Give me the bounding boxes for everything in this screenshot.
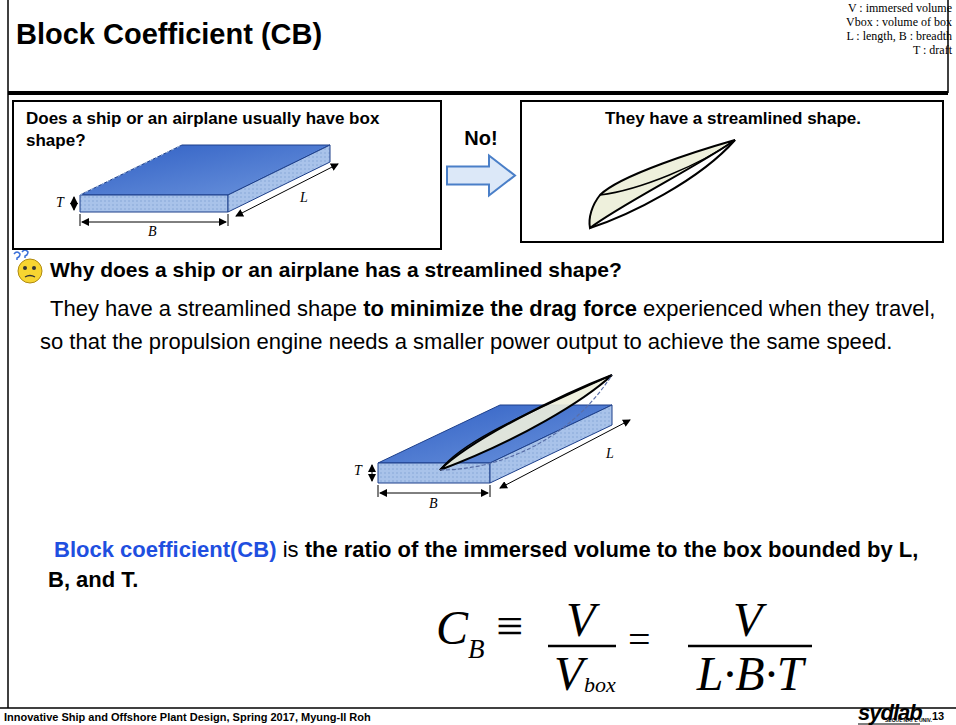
box-and-hull (372, 375, 630, 497)
question-text: Why does a ship or an airplane has a str… (50, 258, 622, 282)
box-shape (80, 145, 330, 212)
slide-frame-part (8, 91, 948, 95)
slide-frame (0, 0, 956, 708)
dimension-lines-part (74, 197, 75, 210)
arrow-label: No! (462, 127, 499, 150)
symbol-notes: V : immersed volume Vbox : volume of box… (846, 1, 952, 57)
fraction-bars-part (688, 645, 812, 648)
formula-symbol: V (566, 596, 595, 644)
page-number: 13 (932, 710, 944, 722)
slide-frame-part (0, 707, 956, 709)
box-shape-part (80, 145, 182, 195)
question-box: They have a streamlined shape. (520, 100, 944, 243)
dimension-lines-part (228, 214, 229, 226)
box-and-hull-part-part (490, 485, 491, 497)
box-and-hull-part-part (500, 420, 630, 488)
question-icon-part (22, 250, 28, 258)
question-icon-part (14, 252, 20, 260)
symbol-note: Vbox : volume of box (846, 15, 952, 29)
box-and-hull-part-part (378, 485, 379, 497)
formula-symbol: V (733, 596, 762, 644)
dimension-label: T (354, 463, 362, 479)
footer-text: Innovative Ship and Offshore Plant Desig… (4, 711, 371, 723)
question-icon-part (23, 266, 27, 270)
question-icon (14, 250, 42, 283)
dimension-label: L (606, 446, 614, 462)
box-and-hull-part (440, 375, 612, 470)
dimension-lines-part (82, 222, 226, 223)
dimension-lines-part (80, 214, 81, 226)
box-shape-part (80, 195, 228, 212)
symbol-note: L : length, B : breadth (846, 29, 952, 43)
answer-text: They have a streamlined shape (50, 296, 357, 321)
dimension-label: T (56, 195, 64, 211)
dimension-lines-part (236, 164, 338, 216)
box-and-hull-part-part (380, 493, 488, 494)
dimension-label: B (148, 224, 157, 240)
box-and-hull-part (372, 420, 630, 497)
fraction-bars-part (548, 645, 616, 648)
dimension-label: L (300, 190, 308, 206)
symbol-note: V : immersed volume (846, 1, 952, 15)
answer-emphasis: to minimize the drag force (363, 296, 637, 321)
box-shape-part (228, 145, 330, 212)
block-arrow (447, 156, 515, 196)
streamlined-hull-part (589, 140, 735, 228)
question-box: Does a ship or an airplane usually have … (12, 100, 442, 250)
box-and-hull-part-part (372, 465, 373, 481)
formula-symbol: C (436, 604, 468, 652)
box-and-hull-part (440, 375, 612, 470)
question-icon-part (32, 266, 36, 270)
formula-operator: ≡ (496, 602, 523, 650)
formula-subscript: B (468, 636, 485, 663)
formula-symbol: L·B·T (688, 650, 812, 698)
formula-subscript: box (584, 674, 616, 696)
symbol-note: T : draft (846, 43, 952, 57)
slide-frame-part (7, 0, 9, 708)
answer-paragraph: They have a streamlined shapeto minimize… (40, 292, 946, 358)
box-text: They have a streamlined shape. (522, 102, 942, 130)
definition-text: is (283, 537, 299, 562)
box-and-hull-part-part (378, 463, 490, 483)
formula-symbol: V (554, 650, 583, 698)
streamlined-hull-part (600, 140, 735, 195)
dimension-label: B (429, 496, 438, 512)
streamlined-hull-part (590, 140, 735, 228)
formula-operator: = (628, 620, 651, 660)
logo-subtext: SEOUL NAT'L UNIV. (885, 717, 932, 723)
definition: Block coefficient(CB)isthe ratio of the … (48, 535, 943, 595)
box-and-hull-part (440, 375, 612, 470)
term: Block coefficient(CB) (54, 537, 276, 562)
fraction-bars (548, 645, 812, 648)
question-icon-part (25, 276, 35, 278)
dimension-lines (74, 164, 338, 226)
box-text: Does a ship or an airplane usually have … (14, 102, 440, 152)
question-icon-part (18, 259, 42, 283)
streamlined-hull (589, 140, 735, 228)
slide-title: Block Coefficient (CB) (16, 18, 322, 51)
